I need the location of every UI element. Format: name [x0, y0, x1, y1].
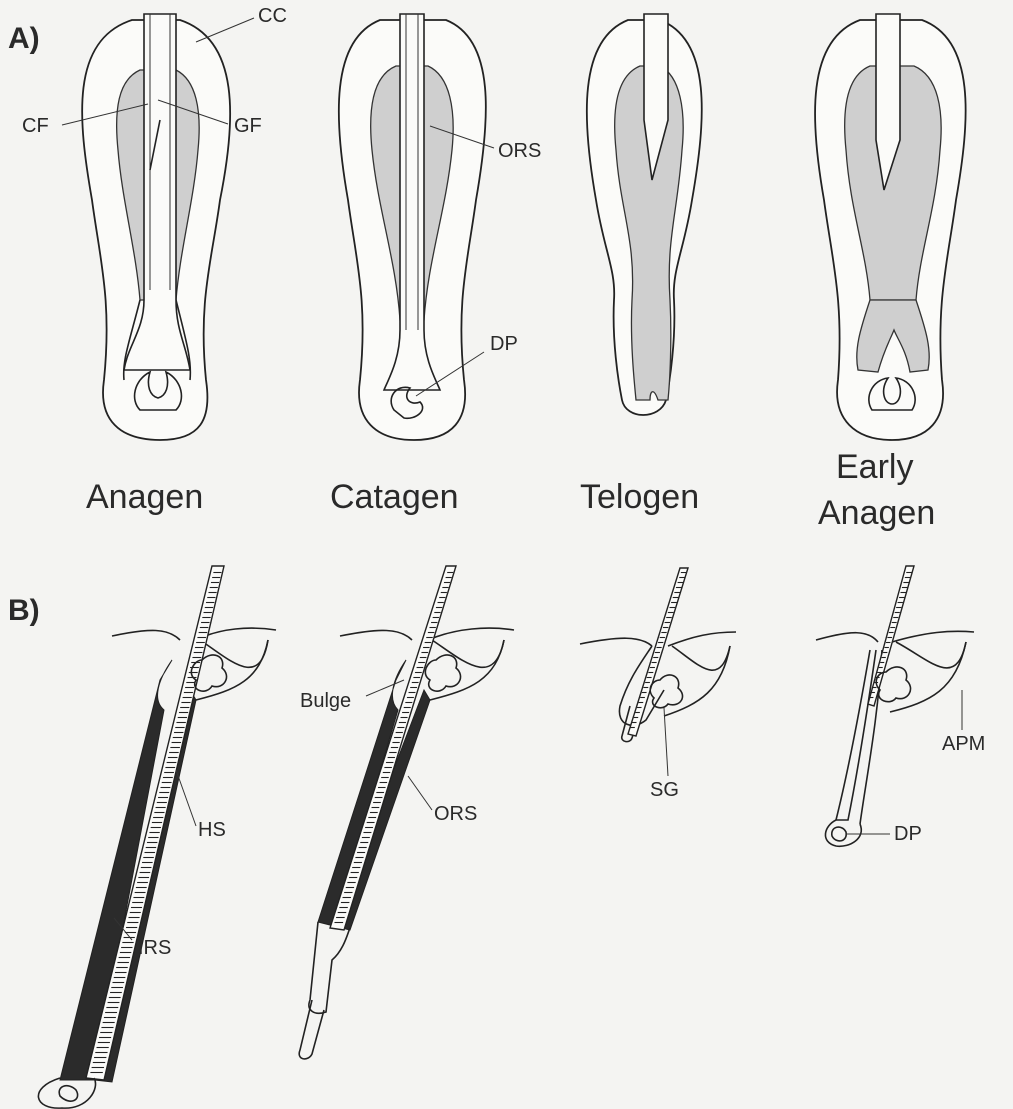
stage-name-anagen: Anagen — [86, 478, 203, 516]
callout-ors-a: ORS — [498, 140, 541, 162]
callout-apm: APM — [942, 733, 985, 755]
telogen-follicle — [587, 14, 702, 415]
catagen-follicle — [339, 14, 486, 440]
callout-cf: CF — [22, 115, 49, 137]
panel-b-callouts: Bulge HS IRS ORS SG APM DP — [114, 680, 985, 959]
callout-cc: CC — [258, 5, 287, 27]
callout-dp-b: DP — [894, 823, 922, 845]
anagen-follicle-long — [38, 566, 276, 1108]
stage-name-early-anagen-line1: Early — [836, 448, 913, 486]
callout-hs: HS — [198, 819, 226, 841]
telogen-follicle-short — [580, 568, 736, 742]
stage-name-catagen: Catagen — [330, 478, 459, 516]
early-anagen-follicle — [815, 14, 966, 440]
callout-gf: GF — [234, 115, 262, 137]
panel-a-label: A) — [8, 22, 40, 55]
early-anagen-follicle-short — [816, 566, 974, 846]
callout-sg: SG — [650, 779, 679, 801]
callout-ors-b: ORS — [434, 803, 477, 825]
stage-name-early-anagen-line2: Anagen — [818, 494, 935, 532]
catagen-follicle-long — [299, 566, 514, 1059]
stage-name-telogen: Telogen — [580, 478, 699, 516]
anagen-follicle — [82, 14, 230, 440]
callout-bulge: Bulge — [300, 690, 351, 712]
panel-b-label: B) — [8, 594, 40, 627]
callout-irs: IRS — [138, 937, 171, 959]
callout-dp-a: DP — [490, 333, 518, 355]
